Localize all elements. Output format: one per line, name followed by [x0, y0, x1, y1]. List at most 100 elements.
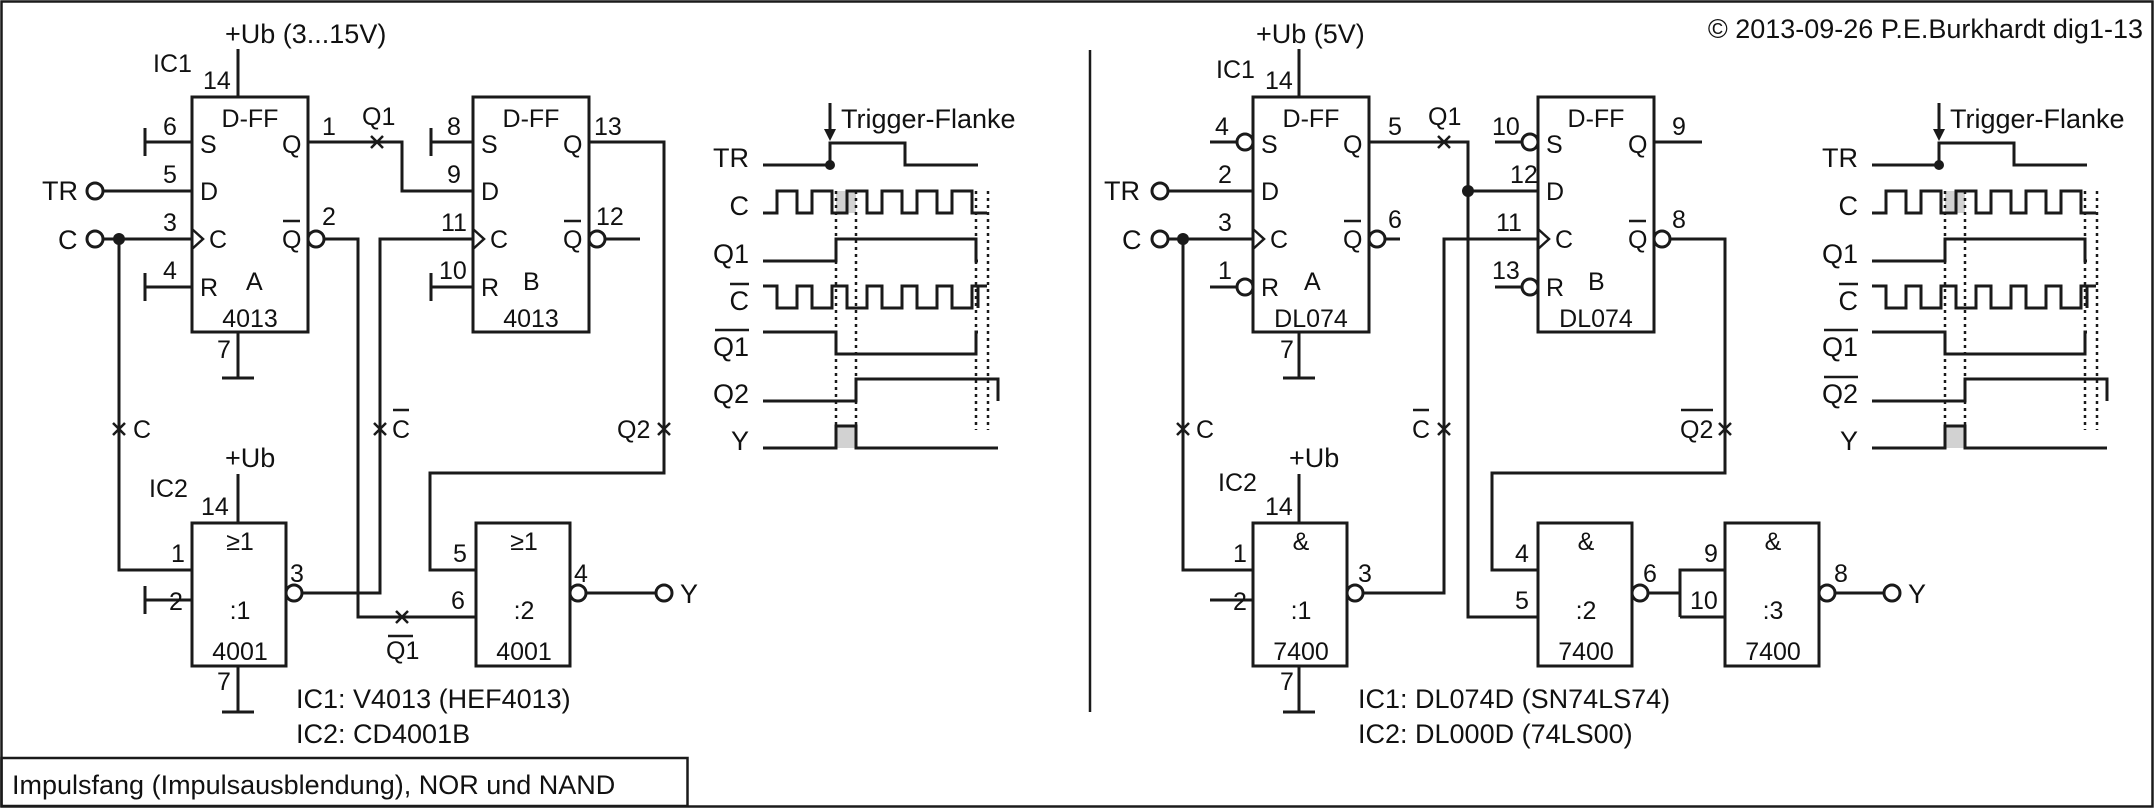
right-ff-a-pin-qn: 6 — [1388, 206, 1402, 234]
right-ic1-gnd-pin: 7 — [1280, 336, 1294, 364]
left-input-tr-label: TR — [42, 176, 78, 206]
left-timing-label-3: C — [730, 286, 750, 316]
left-net-q2: Q2 — [617, 416, 650, 444]
right-ff-a-type: D-FF — [1283, 105, 1340, 133]
left-input-c-terminal — [85, 229, 105, 249]
left-input-tr-terminal — [85, 181, 105, 201]
left-ff-a-pin-qn: 2 — [322, 203, 336, 231]
left-net-cn: C — [392, 416, 410, 444]
left-ff-a-qn-label: Q — [282, 226, 301, 254]
left-gate-2-symbol: ≥1 — [510, 528, 538, 556]
caption: Impulsfang (Impulsausblendung), NOR und … — [12, 770, 615, 800]
right-gate-3-pin-b: 10 — [1690, 587, 1718, 615]
right-ff-b-pin-r: 13 — [1492, 257, 1520, 285]
right-ff-a-s-label: S — [1261, 131, 1278, 159]
left-net-q1n: Q1 — [386, 637, 419, 665]
right-ff-b-type: D-FF — [1568, 105, 1625, 133]
left-ff-a-pin-c: 3 — [163, 209, 177, 237]
right-output-y-label: Y — [1908, 579, 1926, 609]
left-ff-a-pin-d: 5 — [163, 161, 177, 189]
left-gate-2-pin-b: 6 — [451, 587, 465, 615]
right-gate-1-pin-a: 1 — [1233, 540, 1247, 568]
right-ff-b-pin-d: 12 — [1510, 161, 1538, 189]
right-trigger-label: Trigger-Flanke — [1950, 104, 2125, 134]
right-gate-2-part: 7400 — [1558, 638, 1614, 666]
right-ff-a-pin-d: 2 — [1218, 161, 1232, 189]
right-gate-2-name: :2 — [1576, 597, 1597, 625]
right-gate-3-name: :3 — [1763, 597, 1784, 625]
left-ff-b-pin-c: 11 — [441, 209, 467, 237]
left-gate-2-name: :2 — [514, 597, 535, 625]
right-gate-1-name: :1 — [1291, 597, 1312, 625]
right-ff-a-pin-s: 4 — [1215, 113, 1229, 141]
left-ff-b-pin-qn: 12 — [596, 203, 624, 231]
right-gate-3: & :3 7400 — [1723, 521, 1821, 668]
right-ff-a-name: A — [1304, 268, 1321, 296]
right-gate-2-pin-a: 4 — [1515, 540, 1529, 568]
right-gate-1: & :1 7400 — [1251, 521, 1349, 668]
left-ff-b-pin-q: 13 — [594, 113, 622, 141]
left-gate-1-pin-b: 2 — [169, 588, 183, 616]
right-gate-1-pin-b: 2 — [1233, 588, 1247, 616]
left-timing-label-2: Q1 — [713, 239, 749, 269]
right-ff-b-r-label: R — [1546, 274, 1564, 302]
right-ff-b-s-label: S — [1546, 131, 1563, 159]
left-trigger-label: Trigger-Flanke — [841, 104, 1016, 134]
left-ff-a-pin-r: 4 — [163, 257, 177, 285]
left-ff-a: D-FF S D C R Q Q A 4013 — [190, 95, 310, 334]
left-supply2-label: +Ub — [225, 443, 275, 473]
left-ff-b-d-label: D — [481, 178, 499, 206]
right-net-c: C — [1196, 416, 1214, 444]
right-timing-label-0: TR — [1822, 143, 1858, 173]
right-timing-label-6: Y — [1840, 426, 1858, 456]
left-ff-b-name: B — [523, 268, 540, 296]
right-timing-y-highlight — [1945, 426, 1965, 448]
left-timing-label-0: TR — [713, 143, 749, 173]
left-ff-b-c-label: C — [490, 226, 508, 254]
right-ic1-vcc-pin: 14 — [1265, 67, 1293, 95]
left-gate-1-name: :1 — [230, 597, 251, 625]
left-timing-label-5: Q2 — [713, 379, 749, 409]
right-gate-1-symbol: & — [1293, 528, 1310, 556]
right-ff-a-part: DL074 — [1274, 305, 1348, 333]
left-gate-1-part: 4001 — [212, 638, 268, 666]
left-timing-label-1: C — [730, 191, 750, 221]
right-net-q1: Q1 — [1428, 103, 1461, 131]
right-output-y-terminal — [1882, 583, 1902, 603]
right-supply2-label: +Ub — [1289, 443, 1339, 473]
left-ff-b-qn-label: Q — [563, 226, 582, 254]
right-ff-a-q-label: Q — [1343, 131, 1362, 159]
left-ff-a-c-label: C — [209, 226, 227, 254]
caption-box — [0, 756, 689, 808]
right-gate-2-pin-b: 5 — [1515, 587, 1529, 615]
left-ff-b-r-label: R — [481, 274, 499, 302]
left-ff-a-box — [190, 95, 310, 334]
right-gate-2: & :2 7400 — [1536, 521, 1634, 668]
left-ff-b-type: D-FF — [503, 105, 560, 133]
right-ff-a-qn-label: Q — [1343, 226, 1362, 254]
right-timing-label-5: Q2 — [1822, 379, 1858, 409]
left-gate-2-pin-a: 5 — [453, 540, 467, 568]
right-ff-a-pin-c: 3 — [1218, 209, 1232, 237]
left-input-c-label: C — [58, 225, 78, 255]
right-input-tr-terminal — [1150, 181, 1170, 201]
right-ff-b-c-label: C — [1555, 226, 1573, 254]
right-ff-b-pin-s: 10 — [1492, 113, 1520, 141]
left-ic1-vcc-pin: 14 — [203, 67, 231, 95]
left-gate-1-symbol: ≥1 — [226, 528, 254, 556]
right-ic2-vcc-pin: 14 — [1265, 493, 1293, 521]
right-ff-b-d-label: D — [1546, 178, 1564, 206]
left-ff-a-s-label: S — [200, 131, 217, 159]
left-timing-label-6: Y — [731, 426, 749, 456]
left-ff-a-name: A — [246, 268, 263, 296]
left-ic2-label: IC2 — [149, 475, 188, 503]
right-ff-b-q-label: Q — [1628, 131, 1647, 159]
right-supply-label: +Ub (5V) — [1256, 19, 1365, 49]
right-gate-3-pin-y: 8 — [1834, 560, 1848, 588]
right-ff-b-part: DL074 — [1559, 305, 1633, 333]
right-ff-b-pin-qn: 8 — [1672, 206, 1686, 234]
right-ic2-gnd-pin: 7 — [1280, 668, 1294, 696]
left-timing-label-4: Q1 — [713, 332, 749, 362]
